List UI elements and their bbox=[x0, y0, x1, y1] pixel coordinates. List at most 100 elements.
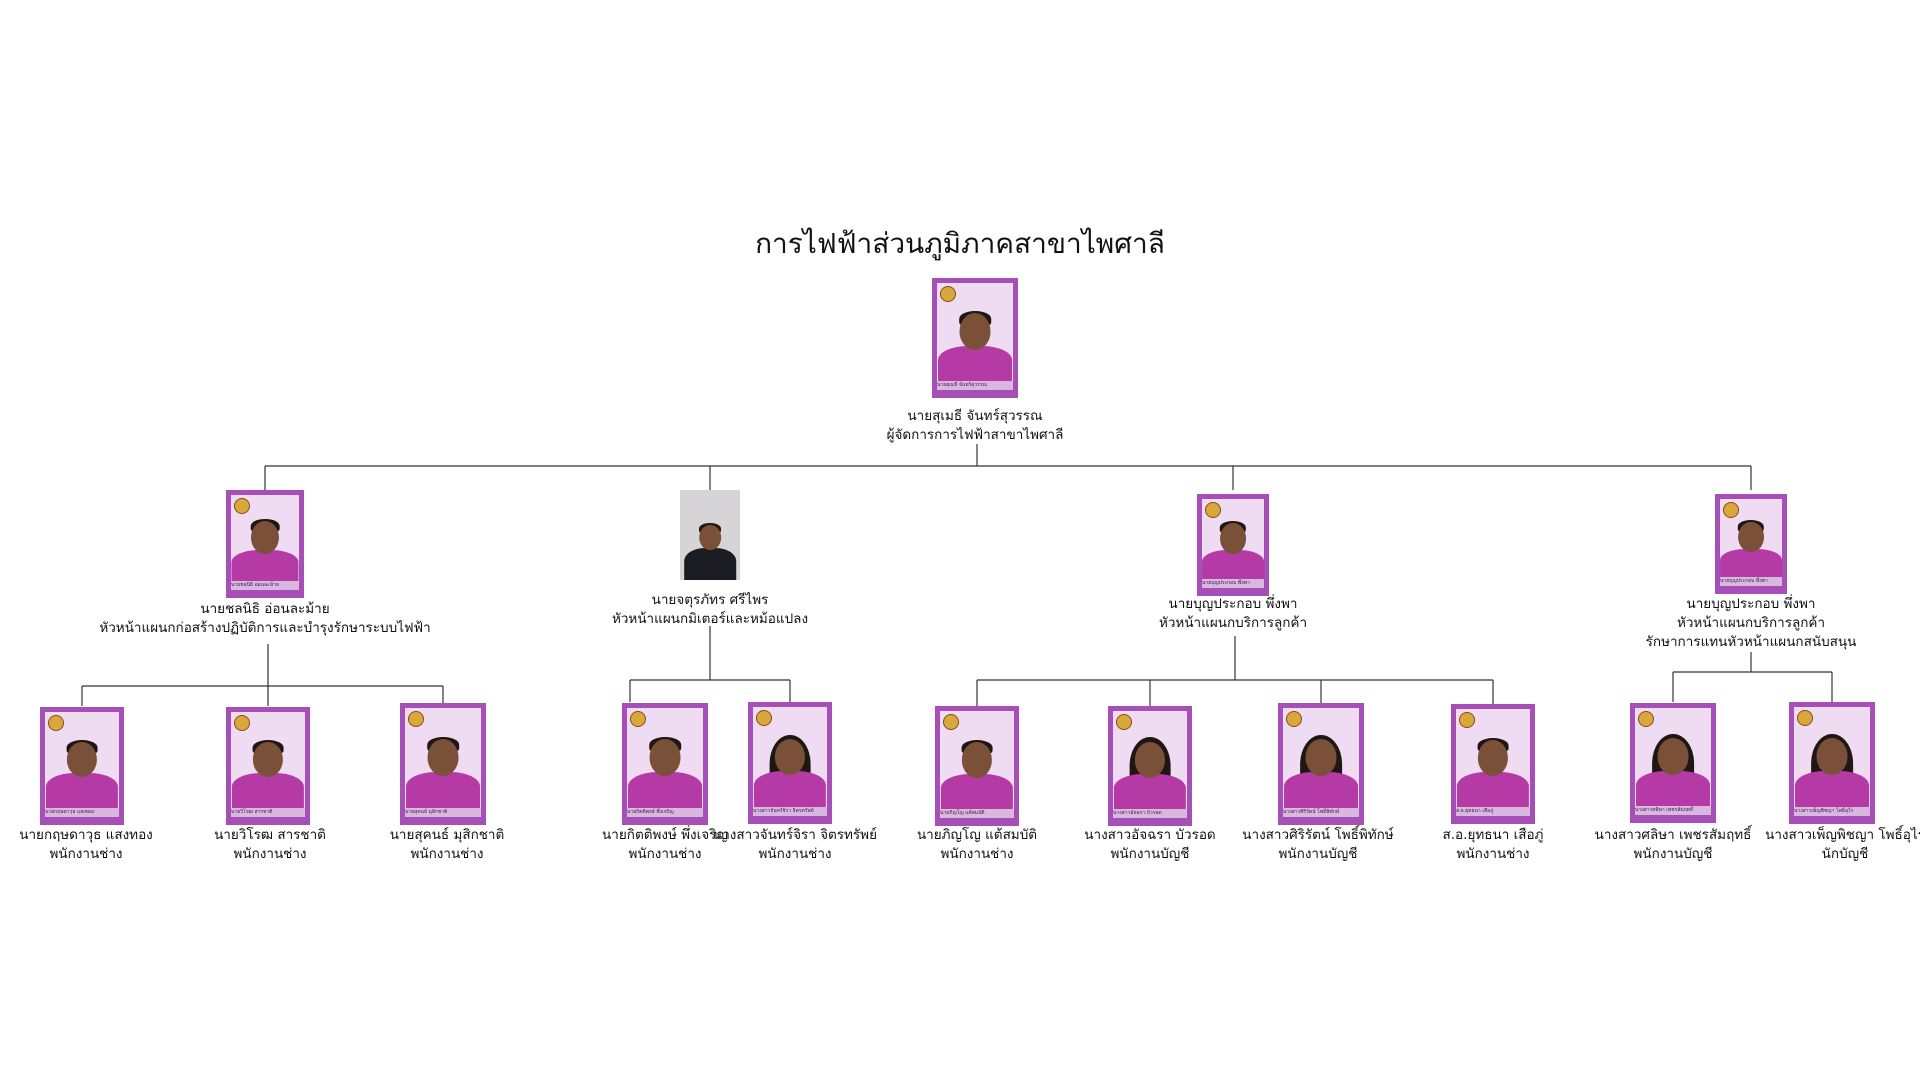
staff-photo: นางสาวศิริรัตน์ โพธิ์พิทักษ์ bbox=[1278, 703, 1364, 825]
staff-label: นายวิโรฒ สารชาติพนักงานช่าง bbox=[60, 826, 480, 864]
staff-role: พนักงานช่าง bbox=[49, 846, 123, 862]
name-badge: นายสุเมธี จันทร์สุวรรณ bbox=[937, 381, 1013, 390]
staff-role: นักบัญชี bbox=[1821, 846, 1869, 862]
face-shape bbox=[66, 741, 98, 778]
name-badge: นายภิญโญ แต้สมบัติ bbox=[940, 809, 1014, 818]
staff-role: พนักงานบัญชี bbox=[1278, 846, 1358, 862]
staff-role: หัวหน้าแผนกก่อสร้างปฏิบัติการและบำรุงรัก… bbox=[99, 620, 431, 636]
name-badge: นายกิตติพงษ์ พึ่งเจริญ bbox=[627, 808, 703, 817]
portrait bbox=[1635, 708, 1711, 806]
portrait bbox=[1113, 711, 1187, 809]
shirt-shape bbox=[628, 772, 702, 808]
pea-seal-icon bbox=[234, 498, 250, 514]
face-shape bbox=[1305, 739, 1337, 777]
shirt-shape bbox=[1202, 550, 1264, 579]
shirt-shape bbox=[1720, 548, 1782, 577]
shirt-shape bbox=[406, 772, 480, 808]
staff-photo: นายวิโรฒ สารชาติ bbox=[226, 707, 310, 825]
pea-seal-icon bbox=[48, 715, 64, 731]
pea-seal-icon bbox=[1797, 710, 1813, 726]
staff-photo: นางสาวอัจฉรา บัวรอด bbox=[1108, 706, 1192, 826]
staff-name: นางสาวเพ็ญพิชญา โพธิ์อุไร bbox=[1765, 827, 1920, 843]
shirt-shape bbox=[1636, 770, 1710, 806]
staff-label: นางสาวศลิษา เพชรสัมฤทธิ์พนักงานบัญชี bbox=[1463, 826, 1883, 864]
staff-photo: นางสาวศลิษา เพชรสัมฤทธิ์ bbox=[1630, 703, 1716, 823]
portrait bbox=[45, 712, 119, 808]
staff-photo: นายสุคนธ์ มุสิกชาติ bbox=[400, 703, 486, 825]
name-badge: ส.อ.ยุทธนา เสือภู่ bbox=[1456, 807, 1530, 816]
portrait bbox=[1720, 499, 1782, 577]
staff-photo: นายสุเมธี จันทร์สุวรรณ bbox=[932, 278, 1018, 398]
badge-strip bbox=[1720, 586, 1782, 594]
staff-name: นายสุคนธ์ มุสิกชาติ bbox=[389, 827, 505, 843]
chart-title: การไฟฟ้าส่วนภูมิภาคสาขาไพศาลี bbox=[755, 227, 1165, 260]
face-shape bbox=[774, 739, 806, 775]
staff-role: รักษาการแทนหัวหน้าแผนกสนับสนุน bbox=[1645, 634, 1857, 650]
portrait bbox=[1283, 708, 1359, 808]
staff-role: พนักงานช่าง bbox=[628, 846, 702, 862]
staff-role: พนักงานช่าง bbox=[233, 846, 307, 862]
badge-strip bbox=[627, 817, 703, 825]
staff-role: พนักงานช่าง bbox=[940, 846, 1014, 862]
badge-strip bbox=[231, 590, 299, 598]
portrait bbox=[405, 708, 481, 808]
staff-photo: นายบุญประกอบ พึ่งพา bbox=[1715, 494, 1787, 594]
face-shape bbox=[959, 313, 991, 350]
badge-strip bbox=[1113, 818, 1187, 826]
face-shape bbox=[699, 524, 721, 551]
staff-name: นายกิตติพงษ์ พึ่งเจริญ bbox=[602, 827, 728, 843]
badge-strip bbox=[753, 816, 827, 824]
staff-role: หัวหน้าแผนกบริการลูกค้า bbox=[1158, 615, 1308, 631]
face-shape bbox=[1220, 522, 1246, 554]
name-badge: นายบุญประกอบ พึ่งพา bbox=[1720, 577, 1782, 586]
badge-strip bbox=[1794, 816, 1870, 824]
staff-name: นายจตุรภัทร ศรีไพร bbox=[651, 592, 769, 608]
pea-seal-icon bbox=[756, 710, 772, 726]
pea-seal-icon bbox=[1116, 714, 1132, 730]
badge-strip bbox=[1635, 815, 1711, 823]
pea-seal-icon bbox=[943, 714, 959, 730]
shirt-shape bbox=[231, 550, 299, 581]
shirt-shape bbox=[1113, 773, 1187, 809]
face-shape bbox=[1816, 738, 1848, 776]
staff-name: นางสาวศิริรัตน์ โพธิ์พิทักษ์ bbox=[1242, 827, 1394, 843]
name-badge: นางสาวอัจฉรา บัวรอด bbox=[1113, 809, 1187, 818]
face-shape bbox=[252, 741, 284, 778]
portrait bbox=[1202, 499, 1264, 579]
shirt-shape bbox=[1284, 772, 1358, 808]
staff-role: พนักงานช่าง bbox=[758, 846, 832, 862]
name-badge: นายกฤษดาวุธ แสงทอง bbox=[45, 808, 119, 817]
badge-strip bbox=[405, 817, 481, 825]
staff-role: พนักงานบัญชี bbox=[1110, 846, 1190, 862]
staff-photo: นายภิญโญ แต้สมบัติ bbox=[935, 706, 1019, 826]
name-badge: นางสาวจันทร์จิรา จิตรทรัพย์ bbox=[753, 807, 827, 816]
staff-name: นางสาวจันทร์จิรา จิตรทรัพย์ bbox=[712, 827, 877, 843]
shirt-shape bbox=[231, 773, 305, 808]
portrait bbox=[627, 708, 703, 808]
name-badge: นายสุคนธ์ มุสิกชาติ bbox=[405, 808, 481, 817]
staff-photo: นายบุญประกอบ พึ่งพา bbox=[1197, 494, 1269, 596]
staff-photo: นายกิตติพงษ์ พึ่งเจริญ bbox=[622, 703, 708, 825]
staff-name: นางสาวศลิษา เพชรสัมฤทธิ์ bbox=[1594, 827, 1752, 843]
staff-label: นายจตุรภัทร ศรีไพรหัวหน้าแผนกมิเตอร์และห… bbox=[500, 591, 920, 629]
staff-photo: นางสาวเพ็ญพิชญา โพธิ์อุไร bbox=[1789, 702, 1875, 824]
staff-role: หัวหน้าแผนกมิเตอร์และหม้อแปลง bbox=[611, 611, 809, 627]
pea-seal-icon bbox=[1205, 502, 1221, 518]
badge-strip bbox=[937, 390, 1013, 398]
pea-seal-icon bbox=[1459, 712, 1475, 728]
shirt-shape bbox=[684, 547, 736, 580]
shirt-shape bbox=[1795, 771, 1869, 807]
staff-label: นายบุญประกอบ พึ่งพาหัวหน้าแผนกบริการลูกค… bbox=[1541, 595, 1920, 652]
pea-seal-icon bbox=[234, 715, 250, 731]
staff-photo: นางสาวจันทร์จิรา จิตรทรัพย์ bbox=[748, 702, 832, 824]
badge-strip bbox=[940, 818, 1014, 826]
staff-photo: ส.อ.ยุทธนา เสือภู่ bbox=[1451, 704, 1535, 824]
staff-name: ส.อ.ยุทธนา เสือภู่ bbox=[1442, 827, 1544, 843]
shirt-shape bbox=[45, 773, 119, 808]
staff-label: ส.อ.ยุทธนา เสือภู่พนักงานช่าง bbox=[1283, 826, 1703, 864]
portrait bbox=[937, 283, 1013, 381]
shirt-shape bbox=[940, 773, 1014, 809]
badge-strip bbox=[1283, 817, 1359, 825]
badge-strip bbox=[1202, 588, 1264, 596]
